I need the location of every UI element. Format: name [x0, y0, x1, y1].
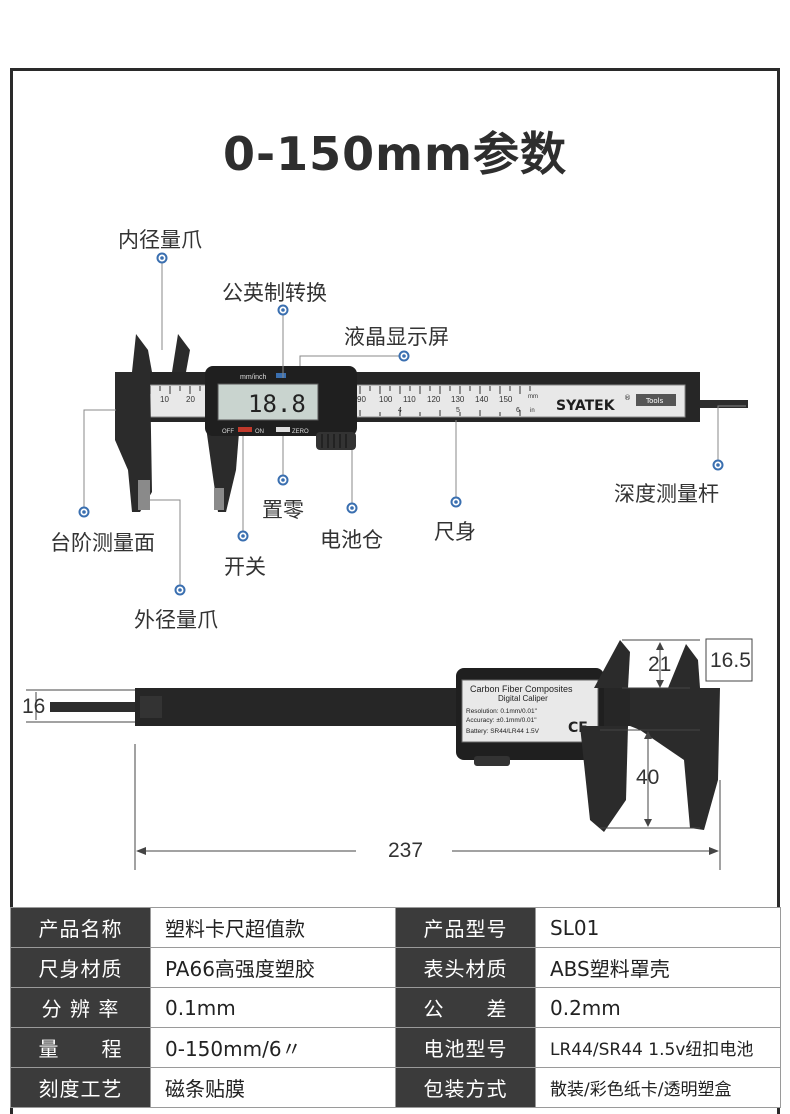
spec-key: 尺身材质 — [10, 947, 151, 988]
label-power: 开关 — [224, 555, 266, 579]
label-step-face: 台阶测量面 — [50, 531, 155, 555]
caliper-back: Carbon Fiber Composites Digital Caliper … — [50, 640, 720, 832]
spec-value: SL01 — [535, 907, 781, 948]
scale-num-10: 10 — [160, 395, 169, 404]
label-lcd: 液晶显示屏 — [344, 325, 449, 349]
fixed-inner-jaw — [132, 334, 152, 372]
dim-inner-jaw-a: 21 — [648, 653, 672, 676]
back-label-plate — [461, 679, 599, 743]
table-row: 分 辨 率 0.1mm 公 差 0.2mm — [10, 987, 781, 1028]
scale-num-120: 120 — [427, 395, 441, 404]
caliper-front: 10 20 90 100 110 120 130 140 150 4 5 6 m… — [115, 334, 748, 512]
dim-length: 237 — [388, 839, 424, 862]
back-accuracy: Accuracy: ±0.1mm/0.01" — [466, 717, 537, 724]
scale-num-150: 150 — [499, 395, 513, 404]
scale-num-20: 20 — [186, 395, 195, 404]
dim-outer-jaw: 40 — [636, 766, 660, 789]
spec-value: 0.1mm — [150, 987, 396, 1028]
spec-value: 磁条贴膜 — [150, 1067, 396, 1108]
label-unit-switch: 公英制转换 — [222, 281, 327, 305]
table-row: 产品名称 塑料卡尺超值款 产品型号 SL01 — [10, 907, 781, 948]
back-depth-rod — [50, 702, 140, 712]
inch-num-6: 6 — [516, 407, 520, 414]
btn-off-label: OFF — [222, 429, 234, 435]
table-row: 尺身材质 PA66高强度塑胶 表头材质 ABS塑料罩壳 — [10, 947, 781, 988]
spec-key: 量 程 — [10, 1027, 151, 1068]
page-title: 0-150mm参数 — [223, 127, 567, 181]
tools-badge — [636, 394, 676, 406]
table-row: 量 程 0-150mm/6〃 电池型号 LR44/SR44 1.5v纽扣电池 — [10, 1027, 781, 1068]
scale-mm-label: mm — [528, 394, 538, 400]
caliper-diagram: 10 20 90 100 110 120 130 140 150 4 5 6 m… — [26, 252, 753, 870]
unit-button[interactable] — [276, 373, 286, 378]
label-beam: 尺身 — [434, 520, 476, 544]
inch-num-5: 5 — [456, 407, 460, 414]
lcd-screen — [217, 383, 319, 421]
spec-key: 包装方式 — [395, 1067, 536, 1108]
label-inner-jaw: 内径量爪 — [118, 228, 202, 252]
btn-on-label: ON — [255, 429, 264, 435]
back-label-line2: Digital Caliper — [498, 694, 548, 703]
tools-label: Tools — [645, 397, 664, 405]
page-frame — [10, 68, 780, 1114]
spec-key: 电池型号 — [395, 1027, 536, 1068]
back-inner-jaw-left — [594, 640, 630, 688]
power-button[interactable] — [238, 427, 252, 432]
spec-value: 0-150mm/6〃 — [150, 1027, 396, 1068]
sliding-inner-jaw — [172, 334, 190, 372]
dimension-lines — [26, 638, 753, 870]
spec-value: LR44/SR44 1.5v纽扣电池 — [535, 1027, 781, 1068]
scale-num-90: 90 — [357, 395, 366, 404]
spec-key: 公 差 — [395, 987, 536, 1028]
spec-value: ABS塑料罩壳 — [535, 947, 781, 988]
scale-num-140: 140 — [475, 395, 489, 404]
unit-label: mm/inch — [240, 374, 267, 381]
zero-button[interactable] — [276, 427, 290, 432]
spec-value: 散装/彩色纸卡/透明塑盒 — [535, 1067, 781, 1108]
sliding-outer-jaw — [205, 420, 240, 512]
spec-value: 塑料卡尺超值款 — [150, 907, 396, 948]
dimension-arrows — [136, 642, 719, 855]
sliding-jaw-tip — [214, 488, 224, 510]
spec-table: 产品名称 塑料卡尺超值款 产品型号 SL01 尺身材质 PA66高强度塑胶 表头… — [10, 907, 781, 1108]
back-label-line1: Carbon Fiber Composites — [470, 684, 573, 694]
spec-key: 产品名称 — [10, 907, 151, 948]
label-outer-jaw: 外径量爪 — [134, 608, 218, 632]
back-resolution: Resolution: 0.1mm/0.01" — [466, 708, 538, 715]
scale-num-110: 110 — [403, 395, 416, 404]
back-inner-jaw-right — [668, 644, 700, 688]
scale-in-label: in — [530, 408, 535, 414]
scale-num-130: 130 — [451, 395, 465, 404]
dim-rod: 16 — [22, 695, 46, 718]
label-battery: 电池仓 — [320, 528, 383, 552]
dim-inner-jaw-b: 16.5 — [710, 649, 751, 672]
spec-value: 0.2mm — [535, 987, 781, 1028]
spec-key: 产品型号 — [395, 907, 536, 948]
inch-num-4: 4 — [398, 407, 402, 414]
brand-mark: ® — [624, 394, 631, 402]
spec-key: 刻度工艺 — [10, 1067, 151, 1108]
back-beam-end — [140, 696, 162, 718]
label-depth-rod: 深度测量杆 — [614, 482, 719, 506]
brand-logo: SYATEK — [556, 398, 616, 414]
fixed-outer-jaw — [115, 372, 152, 512]
lcd-reading: 18.8 — [248, 390, 306, 418]
label-zero: 置零 — [262, 498, 304, 522]
scale-num-100: 100 — [379, 395, 393, 404]
back-outer-jaw-left — [580, 726, 628, 832]
spec-value: PA66高强度塑胶 — [150, 947, 396, 988]
back-wheel — [474, 756, 510, 766]
depth-rod — [690, 400, 748, 408]
spec-key: 分 辨 率 — [10, 987, 151, 1028]
thumb-wheel-ridges — [321, 434, 347, 448]
callout-dots — [78, 252, 724, 596]
back-battery: Battery: SR44/LR44 1.5V — [466, 728, 540, 735]
back-outer-jaw-right — [630, 688, 720, 830]
btn-zero-label: ZERO — [292, 429, 309, 435]
spec-key: 表头材质 — [395, 947, 536, 988]
fixed-jaw-tip — [138, 480, 150, 510]
leader-lines — [83, 258, 746, 590]
table-row: 刻度工艺 磁条贴膜 包装方式 散装/彩色纸卡/透明塑盒 — [10, 1067, 781, 1108]
